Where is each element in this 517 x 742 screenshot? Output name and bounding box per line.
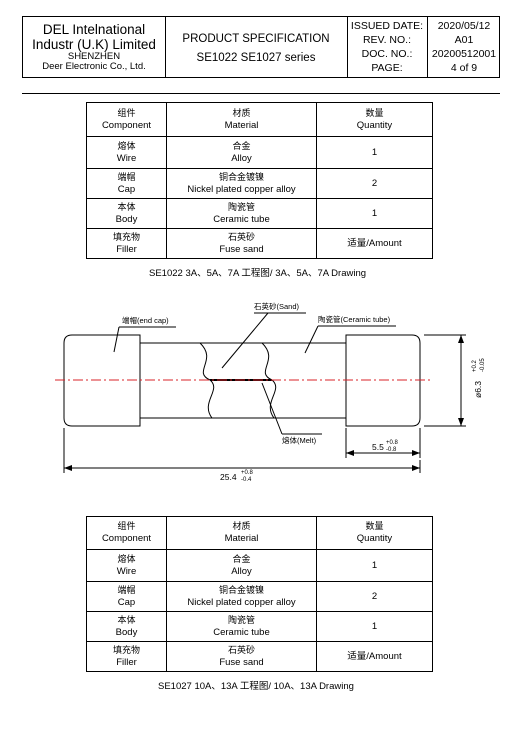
dim-cap-tol-plus: +0.8 <box>386 440 399 446</box>
document-title: PRODUCT SPECIFICATION <box>182 33 330 45</box>
left-end-cap <box>63 334 141 427</box>
meta-values: 2020/05/12 A01 20200512001 4 of 9 <box>427 17 501 77</box>
company-subname: Deer Electronic Co., Ltd. <box>42 61 146 72</box>
dim-diameter-tol-plus: +0.2 <box>472 359 478 372</box>
company-name-line1: DEL Intelnational <box>42 22 146 37</box>
company-city: SHENZHEN <box>67 51 121 62</box>
dim-length-tol-minus: -0.4 <box>241 477 252 483</box>
quantity-cell: 1 <box>316 549 433 582</box>
leader-sand <box>221 312 269 369</box>
quantity-cell: 适量/Amount <box>316 228 433 259</box>
table1-caption: SE1022 3A、5A、7A 工程图/ 3A、5A、7A Drawing <box>149 268 367 279</box>
fuse-drawing: 石英砂(Sand) 端帽(end cap) 陶瓷管(Ceramic tube) … <box>55 301 486 483</box>
leader-ceramic <box>304 325 319 354</box>
document-series: SE1022 SE1027 series <box>196 52 316 64</box>
quantity-cell: 2 <box>316 168 433 199</box>
dim-diameter: ø6.3 <box>473 381 483 398</box>
doc-no-value: 20200512001 <box>431 48 497 60</box>
quantity-cell: 1 <box>316 136 433 169</box>
quantity-cell: 1 <box>316 611 433 642</box>
title-block: PRODUCT SPECIFICATION SE1022 SE1027 seri… <box>165 17 348 77</box>
company-block: DEL Intelnational Industr (U.K) Limited … <box>23 17 166 77</box>
document-header: DEL Intelnational Industr (U.K) Limited … <box>22 16 500 78</box>
rev-no-label: REV. NO.: <box>362 34 412 46</box>
dim-length: 25.4 <box>220 472 237 482</box>
break-line-left <box>199 342 215 419</box>
quantity-cell: 1 <box>316 198 433 229</box>
issued-date-value: 2020/05/12 <box>437 20 491 32</box>
doc-no-label: DOC. NO.: <box>361 48 413 60</box>
label-melt: 熔体(Melt) <box>282 435 317 445</box>
leader-endcap <box>113 326 120 353</box>
label-sand: 石英砂(Sand) <box>254 301 300 311</box>
quantity-cell: 适量/Amount <box>316 641 433 672</box>
table2-caption: SE1027 10A、13A 工程图/ 10A、13A Drawing <box>158 681 354 692</box>
page-label: PAGE: <box>371 62 403 74</box>
company-name-line2: Industr (U.K) Limited <box>32 37 156 52</box>
dim-cap-tol-minus: -0.8 <box>386 447 397 453</box>
meta-labels: ISSUED DATE: REV. NO.: DOC. NO.: PAGE: <box>347 17 428 77</box>
quantity-cell: 2 <box>316 581 433 612</box>
page-value: 4 of 9 <box>450 62 478 74</box>
dim-cap: 5.5 <box>372 442 384 452</box>
label-ceramic: 陶瓷管(Ceramic tube) <box>318 314 391 324</box>
label-endcap: 端帽(end cap) <box>122 315 169 325</box>
header-divider <box>22 93 500 94</box>
right-end-cap <box>345 334 421 427</box>
rev-no-value: A01 <box>454 34 474 46</box>
issued-date-label: ISSUED DATE: <box>350 20 424 32</box>
leader-melt <box>261 382 283 435</box>
dim-length-tol-plus: +0.8 <box>241 470 254 476</box>
dim-diameter-tol-minus: -0.05 <box>480 358 486 372</box>
